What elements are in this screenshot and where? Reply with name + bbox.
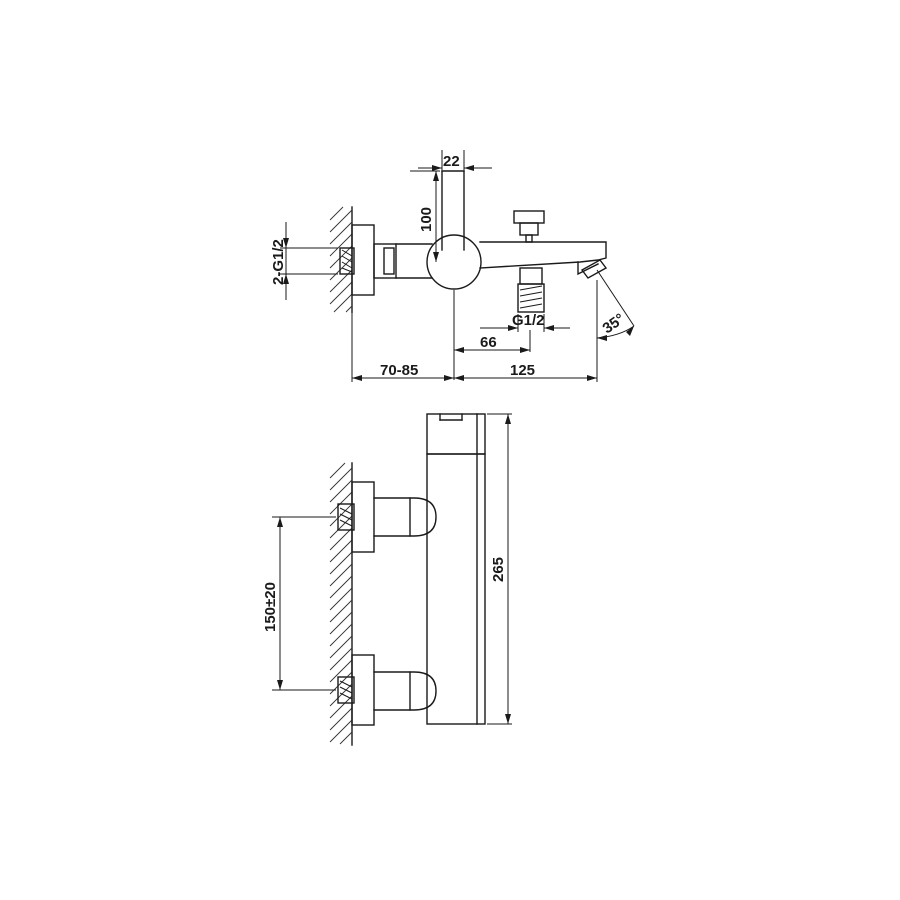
dim-label-66: 66 [480, 334, 497, 351]
dim-label-outlet-thread: G1/2 [512, 312, 545, 329]
upper-inlet [337, 481, 437, 553]
spout [479, 241, 608, 279]
connector-inner [383, 247, 395, 275]
dim-265: 265 [487, 413, 512, 725]
wall-flange-top [351, 224, 375, 296]
dim-label-125: 125 [510, 362, 535, 379]
mixer-column [426, 413, 486, 725]
dim-inlet-thread: 2-G1/2 [270, 222, 338, 300]
dim-label-150: 150±20 [262, 582, 279, 632]
dim-150: 150±20 [262, 516, 336, 691]
connector-top [373, 243, 397, 279]
dim-outlet-thread: G1/2 [480, 312, 570, 332]
front-view: 265 150±20 [262, 413, 512, 746]
dim-label-70-85: 70-85 [380, 362, 418, 379]
lower-inlet [337, 654, 437, 726]
side-view: 22 100 2-G1/2 G1/2 [270, 150, 635, 382]
dim-label-100: 100 [418, 207, 435, 232]
dim-35-deg: 35° [596, 269, 635, 341]
diverter-knob [513, 210, 545, 243]
dim-bottom-row: 70-85 125 [351, 280, 598, 382]
dim-22: 22 [418, 150, 492, 171]
lever-handle [441, 170, 465, 251]
shower-outlet [517, 267, 545, 313]
dim-label-inlet-thread: 2-G1/2 [270, 239, 287, 285]
dim-label-35: 35° [600, 310, 628, 337]
mixer-body-circle [426, 234, 482, 290]
dim-label-265: 265 [490, 557, 507, 582]
dim-100: 100 [410, 170, 440, 262]
dim-label-22: 22 [443, 153, 460, 170]
dim-66: 66 [453, 290, 531, 380]
inlet-thread-top [339, 247, 355, 275]
